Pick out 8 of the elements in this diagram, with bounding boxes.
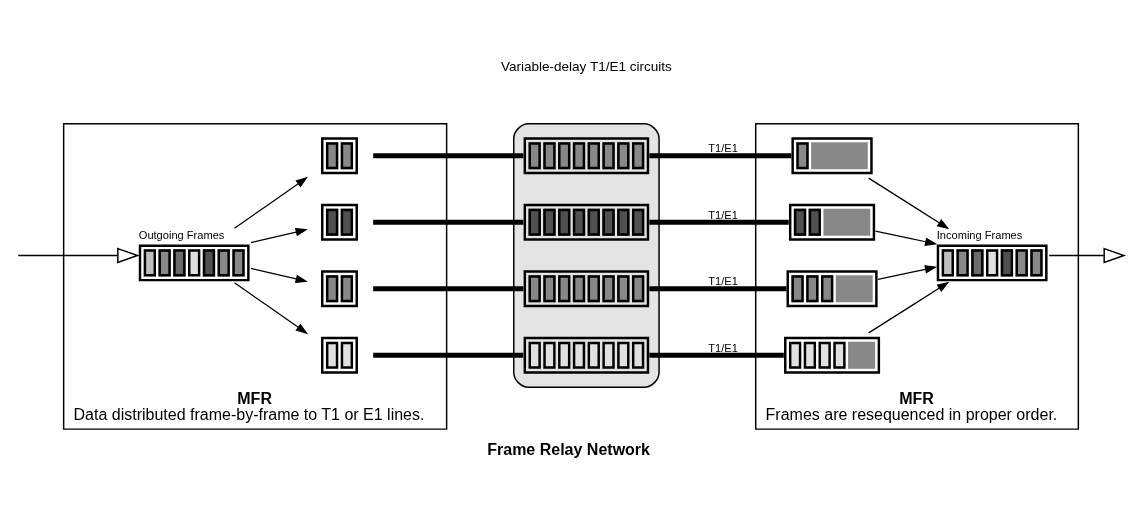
edge-label: T1/E1	[708, 208, 738, 221]
edge-label: T1/E1	[708, 274, 738, 287]
node-label: Incoming Frames	[936, 228, 1023, 241]
edge-label: T1/E1	[708, 141, 738, 154]
caption: Frame Relay Network	[487, 440, 650, 458]
label: Variable-delay T1/E1 circuits	[500, 58, 672, 74]
node-label: Outgoing Frames	[138, 228, 225, 241]
edge-label: T1/E1	[708, 341, 738, 354]
